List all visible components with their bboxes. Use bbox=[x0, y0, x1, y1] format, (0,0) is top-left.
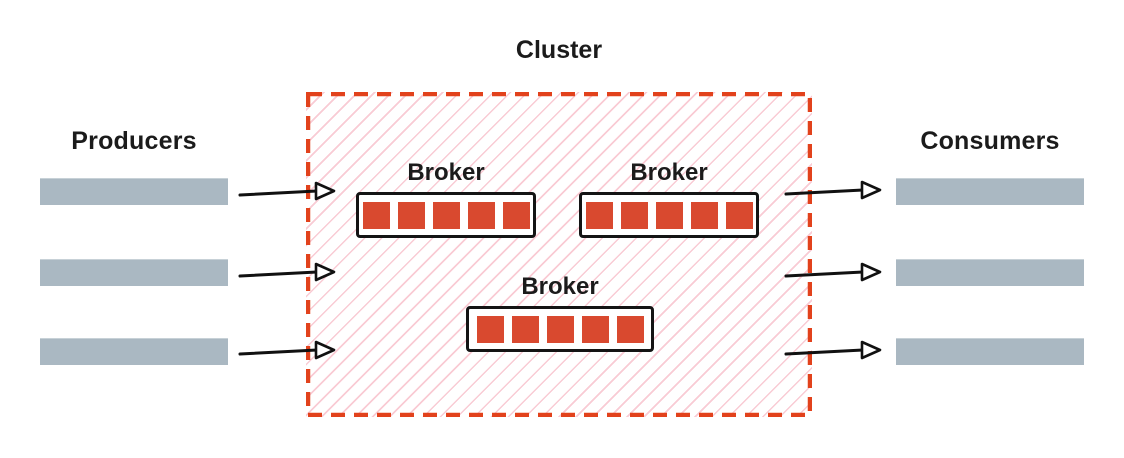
partition-square bbox=[655, 201, 683, 229]
partition-square bbox=[546, 315, 574, 343]
partition-square bbox=[362, 201, 390, 229]
partition-square bbox=[616, 315, 644, 343]
partition-square bbox=[725, 201, 753, 229]
partition-square bbox=[690, 201, 718, 229]
partition-square bbox=[432, 201, 460, 229]
broker-node: Broker bbox=[466, 272, 654, 352]
broker-label: Broker bbox=[630, 159, 708, 186]
consumers-label: Consumers bbox=[920, 127, 1060, 155]
broker-box bbox=[356, 192, 536, 238]
broker-node: Broker bbox=[579, 158, 759, 238]
partition-square bbox=[467, 201, 495, 229]
producers-label: Producers bbox=[71, 127, 197, 155]
consumer-bar bbox=[896, 338, 1084, 365]
broker-label: Broker bbox=[407, 159, 485, 186]
cluster-title: Cluster bbox=[515, 36, 603, 64]
partition-square bbox=[585, 201, 613, 229]
partition-square bbox=[620, 201, 648, 229]
consumer-bar bbox=[896, 259, 1084, 286]
partition-square bbox=[581, 315, 609, 343]
producer-bar bbox=[40, 259, 228, 286]
producer-bar bbox=[40, 178, 228, 205]
consumer-bar bbox=[896, 178, 1084, 205]
broker-box bbox=[466, 306, 654, 352]
partition-square bbox=[397, 201, 425, 229]
broker-node: Broker bbox=[356, 158, 536, 238]
partition-square bbox=[511, 315, 539, 343]
cluster-dashed-border bbox=[306, 92, 812, 417]
broker-label: Broker bbox=[521, 273, 599, 300]
broker-box bbox=[579, 192, 759, 238]
partition-square bbox=[476, 315, 504, 343]
producer-bar bbox=[40, 338, 228, 365]
cluster-box: Broker Broker Broker bbox=[306, 92, 812, 417]
partition-square bbox=[502, 201, 530, 229]
